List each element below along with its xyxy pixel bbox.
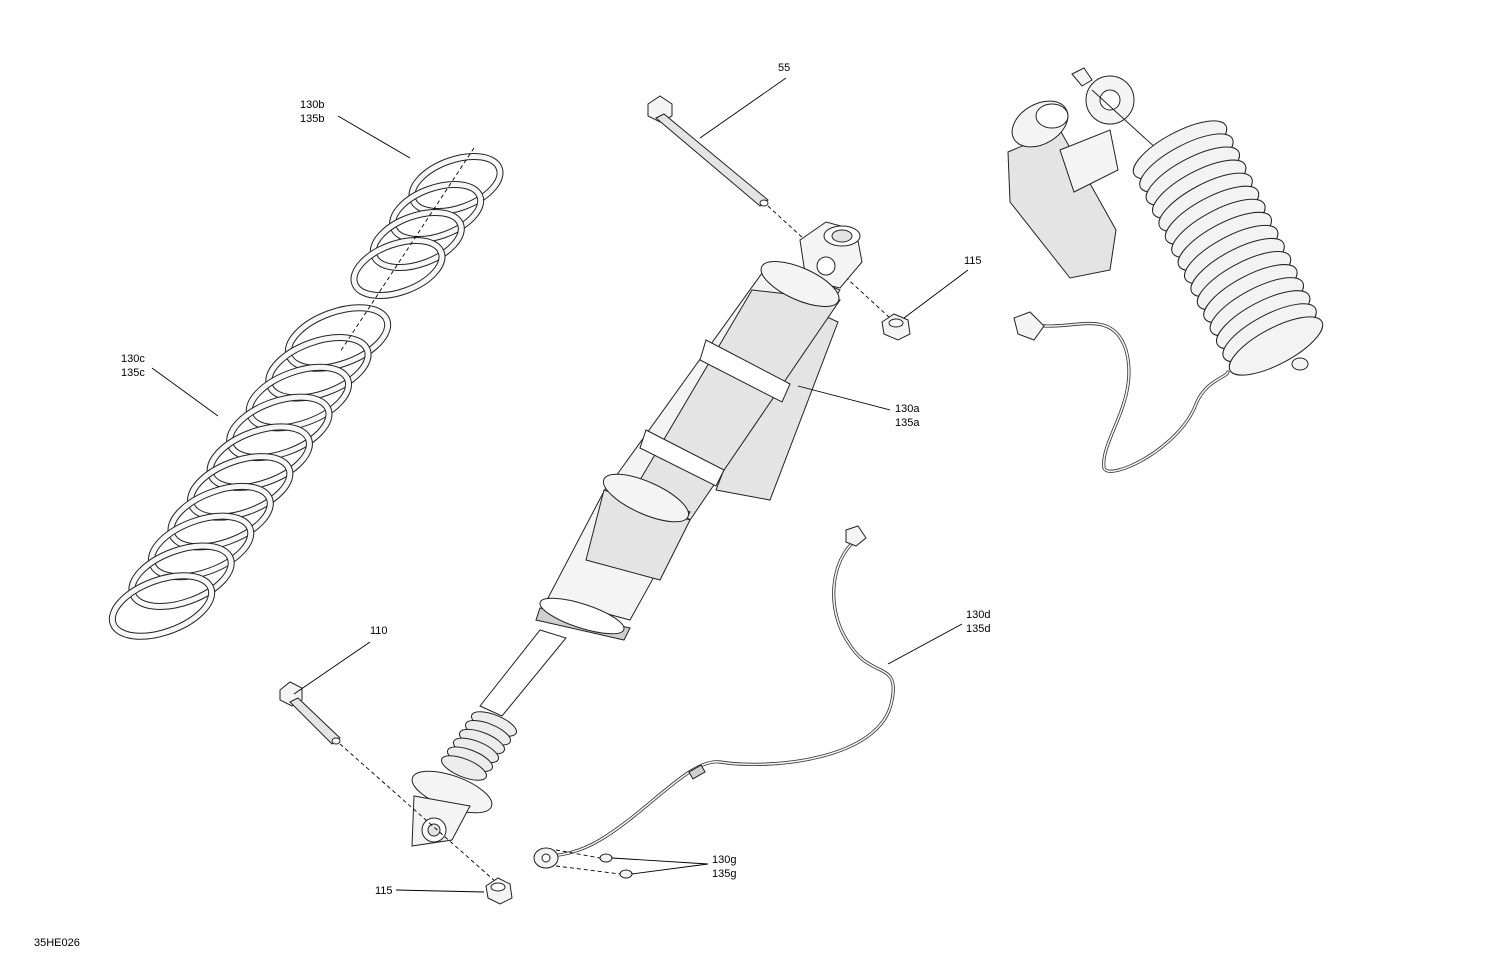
callout-130d-line1: 130d (966, 609, 990, 621)
bolt-110 (279, 681, 341, 745)
callout-130a: 130a 135a (797, 385, 920, 429)
callout-110: 110 (293, 625, 388, 695)
nut-115-top (881, 313, 911, 341)
callout-130a-line2: 135a (895, 417, 920, 429)
callout-55-label: 55 (778, 62, 790, 74)
bellows-fold (440, 755, 488, 781)
callout-115-bottom: 115 (375, 885, 485, 897)
callout-130g-line1: 130g (712, 854, 736, 866)
sensor-harness (533, 525, 895, 879)
assembled-spring-coil (1228, 316, 1324, 376)
callout-115-top: 115 (903, 255, 982, 319)
callout-130b-line2: 135b (300, 113, 324, 125)
spring-axis-line (339, 147, 475, 353)
assembled-shock (1007, 67, 1324, 473)
callout-130c-line1: 130c (121, 353, 145, 365)
callout-130a-line1: 130a (895, 403, 920, 415)
figure-code: 35HE026 (34, 937, 80, 949)
callout-130d: 130d 135d (887, 609, 990, 665)
callout-130c: 130c 135c (121, 353, 219, 417)
callout-55: 55 (699, 62, 790, 139)
lower-spring (108, 304, 392, 640)
callout-130d-line2: 135d (966, 623, 990, 635)
lower-spring-coil-face (109, 573, 215, 639)
callout-115-bottom-label: 115 (375, 885, 393, 897)
upper-spring (350, 153, 504, 299)
callout-110-label: 110 (370, 625, 388, 637)
callout-130c-line2: 135c (121, 367, 145, 379)
bolt-55 (647, 95, 769, 207)
callout-130g: 130g 135g (611, 854, 736, 880)
shock-absorber (411, 221, 863, 847)
upper-spring-coil-face (351, 238, 445, 298)
callout-130g-line2: 135g (712, 868, 736, 880)
callout-130b-line1: 130b (300, 99, 324, 111)
nut-115-bottom (485, 877, 513, 905)
callout-130b: 130b 135b (300, 99, 411, 159)
callout-115-top-label: 115 (964, 255, 982, 267)
